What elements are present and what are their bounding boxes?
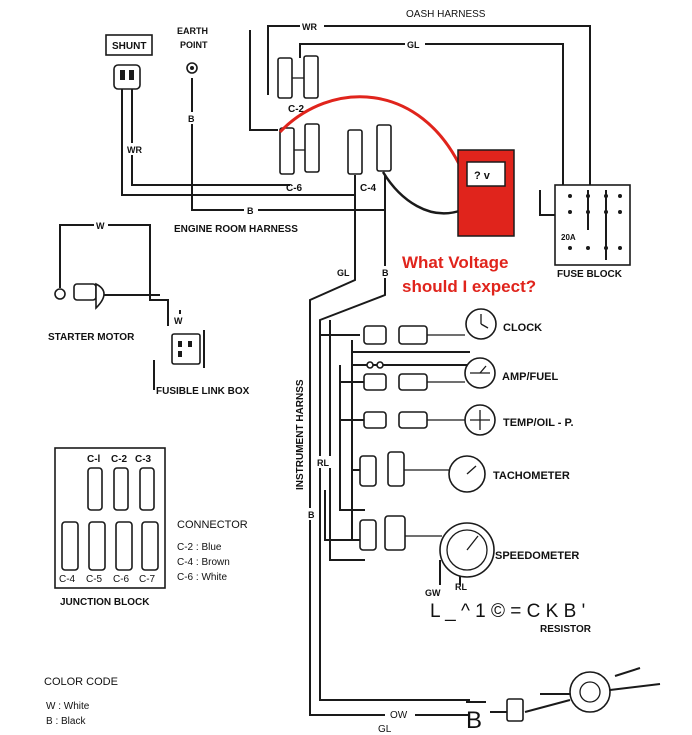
junction-c3-label: C-3 (135, 454, 152, 465)
wire-label-b-left: B (308, 510, 315, 520)
earth-point-label: EARTH (177, 26, 208, 36)
wire-label-wr-shunt: WR (127, 145, 142, 155)
wire-label-b-engine: B (247, 206, 254, 216)
question-line-1: What Voltage (402, 253, 508, 272)
red-probe-wire (278, 95, 464, 171)
temp-oil-label: TEMP/OIL - P. (503, 417, 574, 429)
starter-motor-icon (54, 282, 105, 310)
question-line-2: should I expect? (402, 277, 536, 296)
fusible-link-box-icon (171, 330, 205, 368)
wire-label-ow: OW (390, 710, 408, 721)
wires (59, 25, 591, 716)
wire-label-rl-left: RL (317, 458, 329, 468)
speedometer-label: SPEEDOMETER (495, 550, 579, 562)
wire-label-gw: GW (425, 588, 441, 598)
voltmeter-reading: ? v (474, 170, 491, 182)
temp-oil-gauge (363, 404, 496, 436)
junction-block (54, 447, 166, 589)
amp-fuel-label: AMP/FUEL (502, 371, 559, 383)
connector-c4-label: C-4 (360, 183, 377, 194)
shunt-box (105, 34, 153, 56)
wire-label-gl-bottom: GL (378, 724, 392, 735)
voltmeter: ? v (457, 149, 515, 237)
connector-c6-label: C-6 (286, 183, 303, 194)
black-probe-wire (381, 171, 463, 215)
wire-label-wr-top: WR (302, 22, 317, 32)
bottom-letter: B (466, 707, 482, 734)
wire-label-rl-speedo: RL (455, 582, 467, 592)
amp-fuel-gauge (363, 357, 496, 391)
fuse-20a-label: 20A (561, 233, 576, 242)
combination-switch-icon (506, 667, 661, 722)
junction-c1-label: C-l (87, 454, 101, 465)
junction-c5-label: C-5 (86, 574, 103, 585)
connector-legend-row: C-6 : White (177, 572, 227, 583)
fusible-link-box-label: FUSIBLE LINK BOX (156, 386, 250, 397)
clock-gauge (363, 308, 497, 345)
wire-label-gl-top: GL (407, 40, 420, 50)
engine-room-harness-label: ENGINE ROOM HARNESS (174, 224, 298, 235)
junction-c7-label: C-7 (139, 574, 156, 585)
wire-label-gl-vertical: GL (337, 268, 350, 278)
connector-legend-row: C-4 : Brown (177, 557, 230, 568)
wire-label-w-starter: W (96, 221, 105, 231)
junction-c2-label: C-2 (111, 454, 128, 465)
connector-c2-label: C-2 (288, 104, 305, 115)
earth-point-label-2: POINT (180, 40, 208, 50)
connector-c6 (279, 123, 320, 175)
junction-block-label: JUNCTION BLOCK (60, 597, 150, 608)
color-code-title: COLOR CODE (44, 676, 118, 688)
tachometer-label: TACHOMETER (493, 470, 570, 482)
fuse-block-label: FUSE BLOCK (557, 269, 623, 280)
clock-label: CLOCK (503, 322, 542, 334)
starter-motor-label: STARTER MOTOR (48, 332, 135, 343)
tachometer-gauge (359, 451, 486, 493)
shunt-connector (113, 64, 141, 90)
color-code-row: B : Black (46, 716, 86, 727)
wire-label-w-fusible: W (174, 316, 183, 326)
dash-harness-label: OASH HARNESS (406, 9, 486, 20)
connector-legend-row: C-2 : Blue (177, 542, 222, 553)
connector-c2 (277, 55, 319, 99)
connector-c4 (347, 124, 392, 175)
junction-c6-label: C-6 (113, 574, 130, 585)
shunt-label: SHUNT (112, 41, 146, 52)
garbled-resistor-text: L _ ^ 1 © = C K B ' (430, 601, 585, 622)
resistor-label: RESISTOR (540, 624, 592, 635)
fuse-block-icon (554, 184, 631, 266)
color-code-row: W : White (46, 701, 90, 712)
junction-c4-label: C-4 (59, 574, 76, 585)
speedometer-gauge (359, 515, 495, 578)
connector-legend-title: CONNECTOR (177, 519, 248, 531)
wire-label-b-earth: B (188, 114, 195, 124)
voltmeter-display (466, 161, 506, 187)
wire-label-b-vertical: B (382, 268, 389, 278)
shunt: SHUNT (105, 34, 153, 90)
instrument-harness-label: INSTRUMENT HARNSS (295, 379, 306, 490)
